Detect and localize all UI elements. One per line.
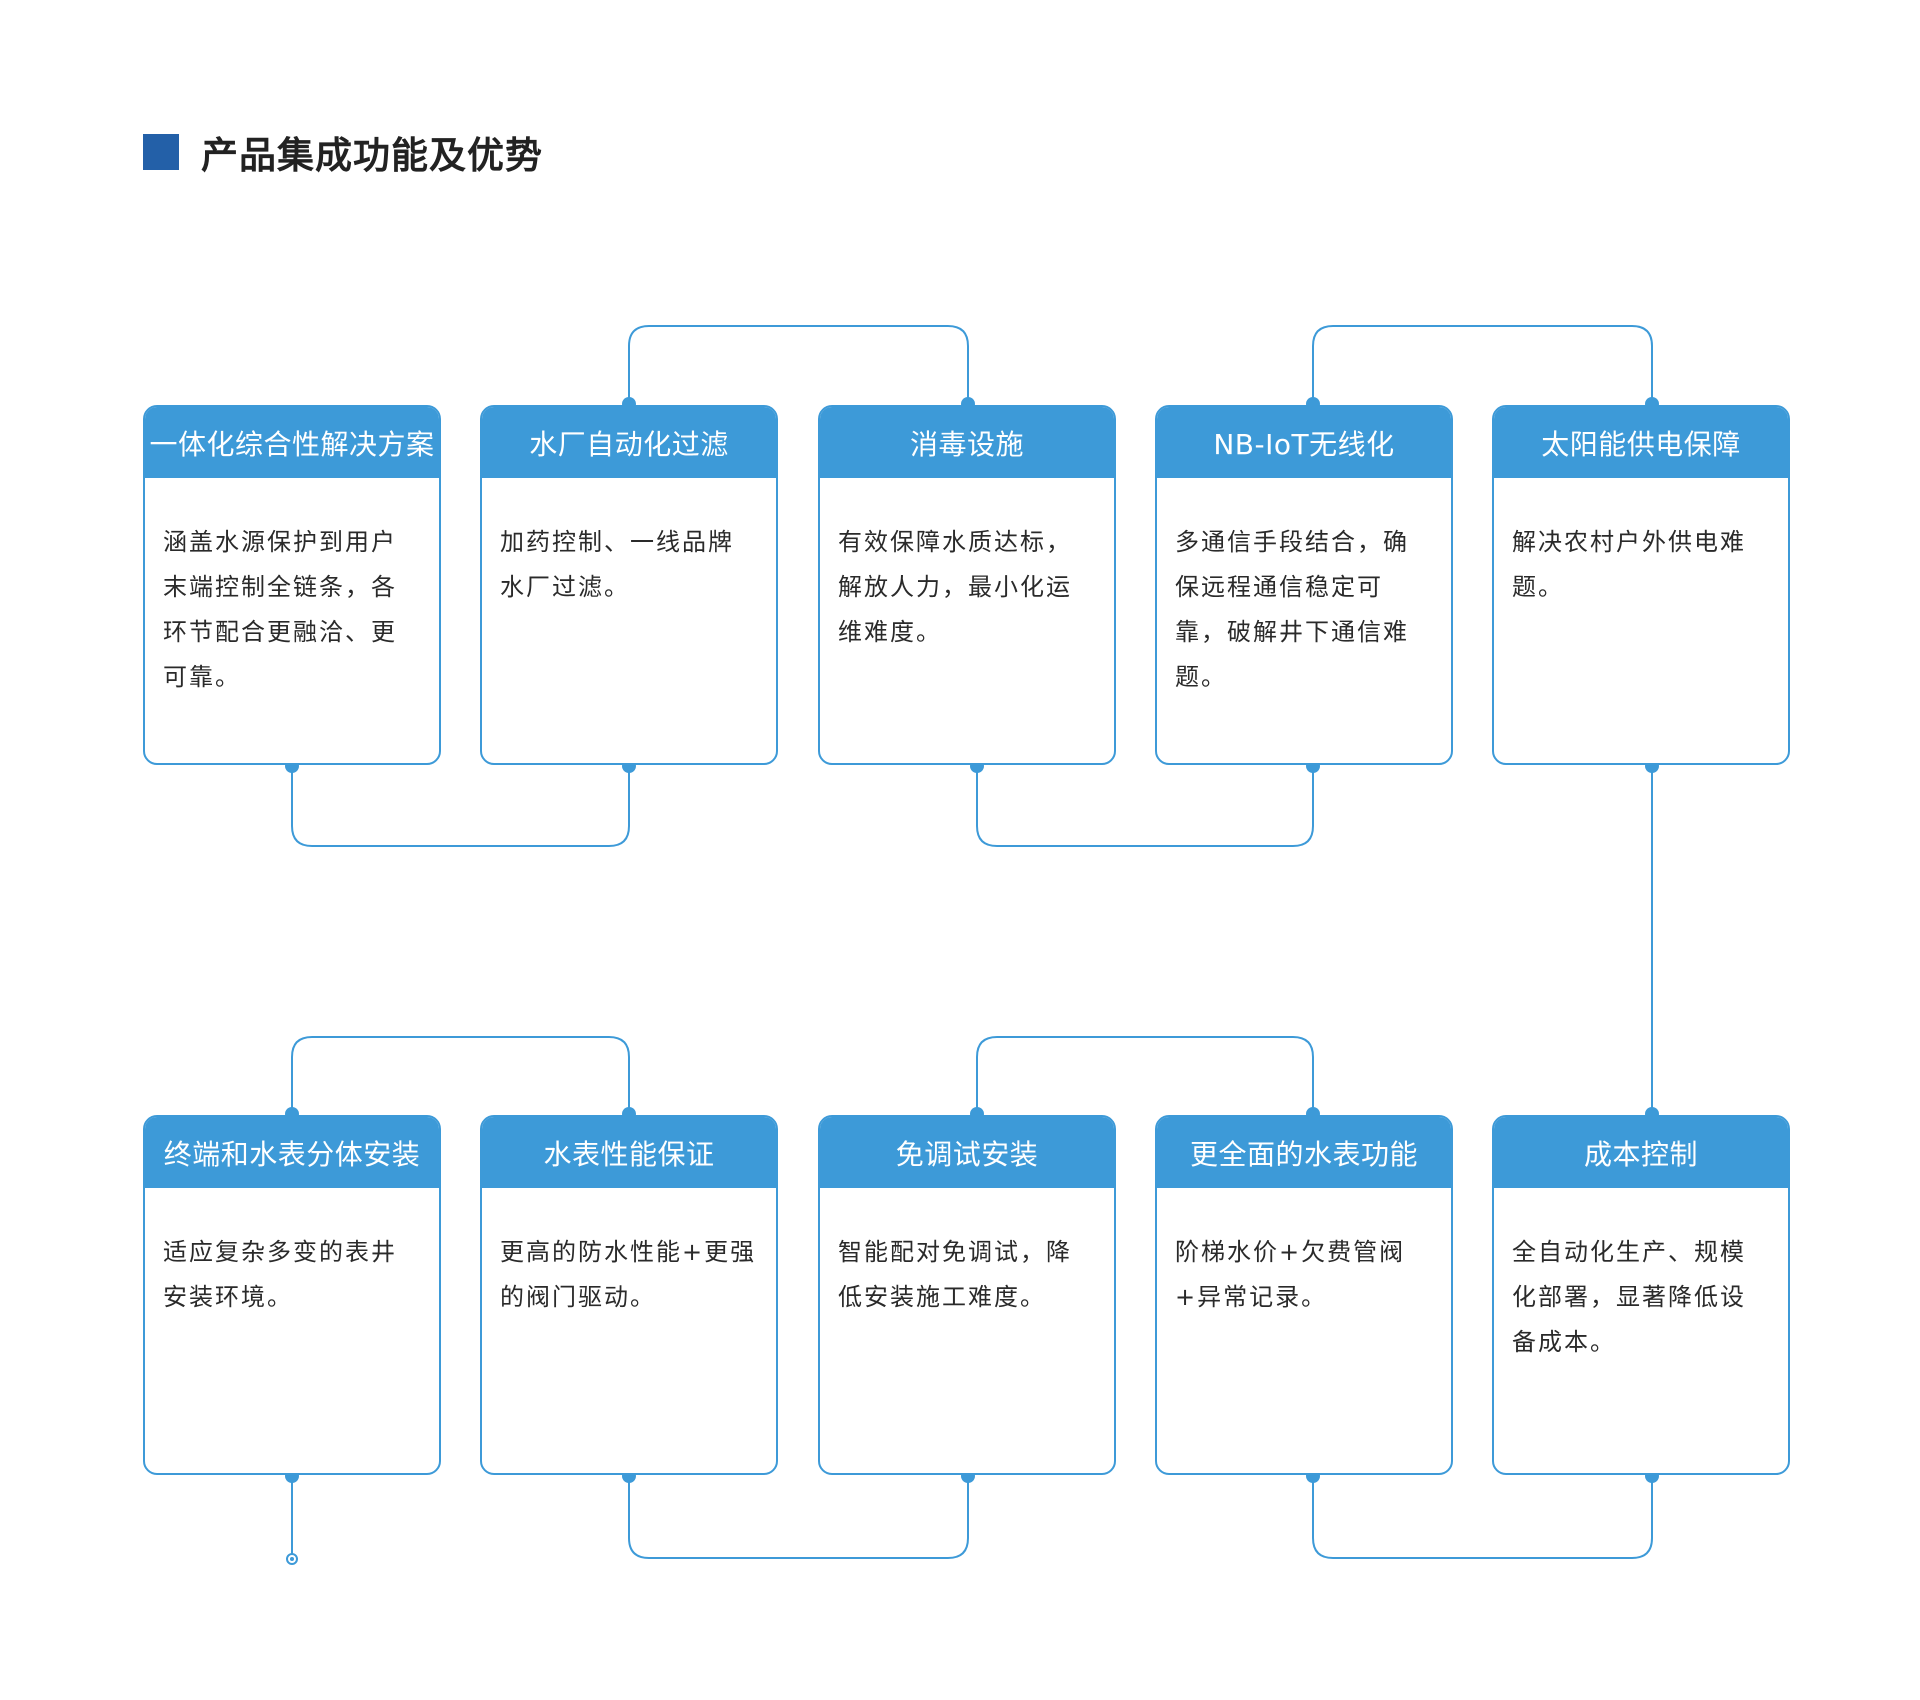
card-title: 终端和水表分体安装 xyxy=(145,1117,439,1188)
feature-card-nb-iot: NB-IoT无线化 多通信手段结合，确保远程通信稳定可靠，破解井下通信难题。 xyxy=(1155,405,1453,765)
connector-6-7 xyxy=(291,1036,630,1115)
card-description: 解决农村户外供电难题。 xyxy=(1512,528,1746,601)
connector-9-10 xyxy=(1312,1475,1653,1559)
feature-card-integrated-solution: 一体化综合性解决方案 涵盖水源保护到用户末端控制全链条，各环节配合更融洽、更可靠… xyxy=(143,405,441,765)
card-description: 适应复杂多变的表井安装环境。 xyxy=(163,1238,397,1311)
feature-card-split-install: 终端和水表分体安装 适应复杂多变的表井安装环境。 xyxy=(143,1115,441,1475)
card-description: 更高的防水性能+更强的阀门驱动。 xyxy=(500,1238,757,1311)
connector-1-2 xyxy=(291,765,630,847)
connector-4-5 xyxy=(1312,325,1653,405)
section-header: 产品集成功能及优势 xyxy=(143,130,543,177)
card-title: 更全面的水表功能 xyxy=(1157,1117,1451,1188)
feature-card-meter-performance: 水表性能保证 更高的防水性能+更强的阀门驱动。 xyxy=(480,1115,778,1475)
header-square-icon xyxy=(143,134,179,170)
card-title: 太阳能供电保障 xyxy=(1494,407,1788,478)
card-description: 智能配对免调试，降低安装施工难度。 xyxy=(838,1238,1072,1311)
feature-card-no-debug-install: 免调试安装 智能配对免调试，降低安装施工难度。 xyxy=(818,1115,1116,1475)
feature-card-solar-power: 太阳能供电保障 解决农村户外供电难题。 xyxy=(1492,405,1790,765)
feature-card-plant-filtration: 水厂自动化过滤 加药控制、一线品牌水厂过滤。 xyxy=(480,405,778,765)
card-description: 全自动化生产、规模化部署，显著降低设备成本。 xyxy=(1512,1238,1746,1356)
connector-7-8 xyxy=(628,1475,969,1559)
card-description: 多通信手段结合，确保远程通信稳定可靠，破解井下通信难题。 xyxy=(1175,528,1409,691)
feature-card-cost-control: 成本控制 全自动化生产、规模化部署，显著降低设备成本。 xyxy=(1492,1115,1790,1475)
connector-2-3 xyxy=(628,325,969,405)
card-title: 消毒设施 xyxy=(820,407,1114,478)
card-description: 涵盖水源保护到用户末端控制全链条，各环节配合更融洽、更可靠。 xyxy=(163,528,397,691)
card-title: 一体化综合性解决方案 xyxy=(145,407,439,478)
connector-3-4 xyxy=(976,765,1314,847)
feature-card-disinfection: 消毒设施 有效保障水质达标，解放人力，最小化运维难度。 xyxy=(818,405,1116,765)
card-description: 阶梯水价+欠费管阀+异常记录。 xyxy=(1175,1238,1406,1311)
connector-8-9 xyxy=(976,1036,1314,1115)
page-title: 产品集成功能及优势 xyxy=(201,134,543,177)
card-description: 加药控制、一线品牌水厂过滤。 xyxy=(500,528,734,601)
card-title: 成本控制 xyxy=(1494,1117,1788,1188)
card-title: NB-IoT无线化 xyxy=(1157,407,1451,478)
card-title: 水表性能保证 xyxy=(482,1117,776,1188)
card-description: 有效保障水质达标，解放人力，最小化运维难度。 xyxy=(838,528,1072,646)
card-title: 水厂自动化过滤 xyxy=(482,407,776,478)
feature-card-meter-functions: 更全面的水表功能 阶梯水价+欠费管阀+异常记录。 xyxy=(1155,1115,1453,1475)
card-title: 免调试安装 xyxy=(820,1117,1114,1188)
